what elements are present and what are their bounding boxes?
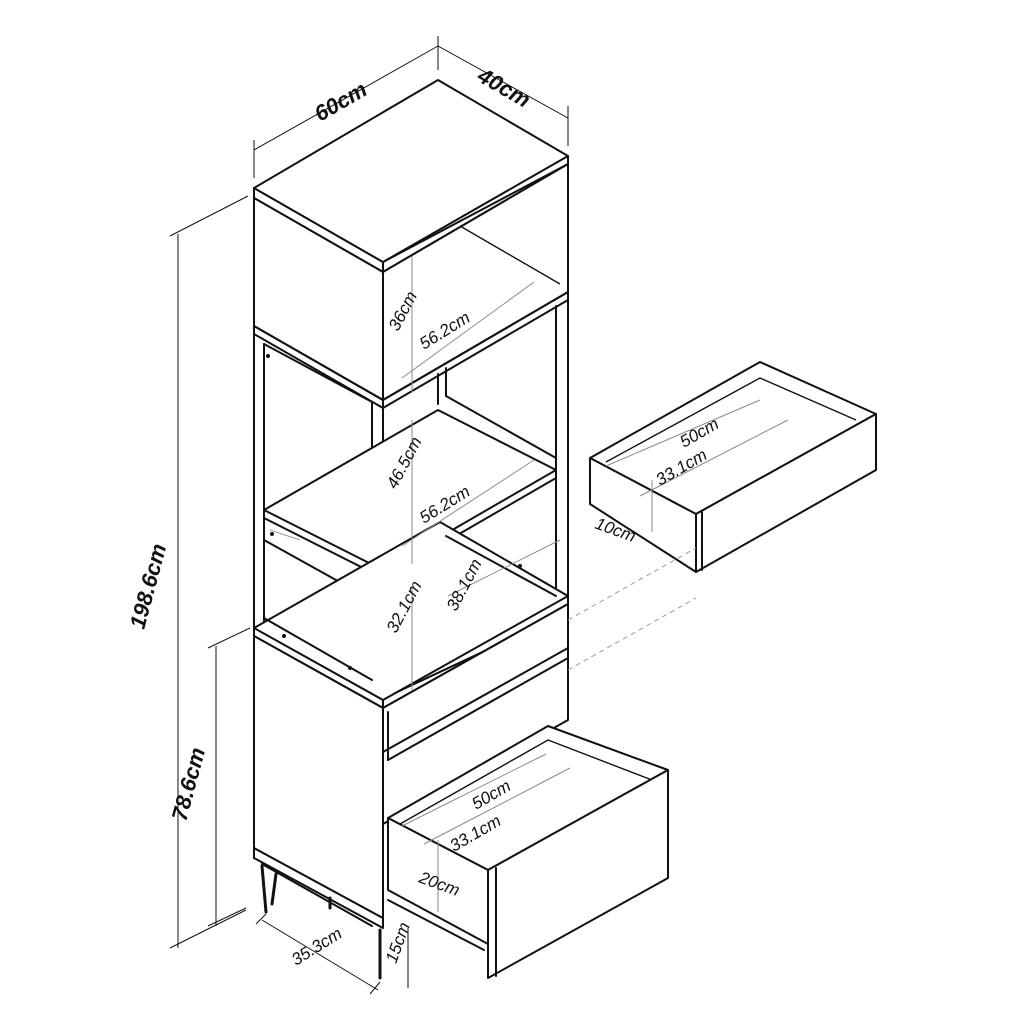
top-compartment bbox=[253, 163, 569, 409]
drawer-guide-line-1 bbox=[567, 547, 697, 621]
leg-front-left bbox=[260, 864, 268, 914]
drawer-guide-line-2 bbox=[567, 597, 697, 671]
upper-drawer-front bbox=[695, 413, 877, 573]
label-leg-spacing: 35.3cm bbox=[288, 924, 345, 970]
leg-back-left bbox=[270, 872, 278, 906]
lower-drawer-front bbox=[487, 769, 669, 979]
cabinet-legs bbox=[260, 863, 382, 980]
lower-cabinet-front bbox=[382, 603, 569, 825]
lower-drawer bbox=[387, 725, 669, 979]
upper-drawer bbox=[589, 361, 877, 573]
label-overall-height: 198.6cm bbox=[125, 541, 172, 631]
label-overall-width: 60cm bbox=[310, 77, 371, 127]
label-lower-height: 78.6cm bbox=[167, 745, 210, 824]
label-leg-height: 15cm bbox=[382, 920, 414, 966]
dimension-lines bbox=[169, 36, 789, 995]
lower-cabinet bbox=[253, 603, 569, 929]
